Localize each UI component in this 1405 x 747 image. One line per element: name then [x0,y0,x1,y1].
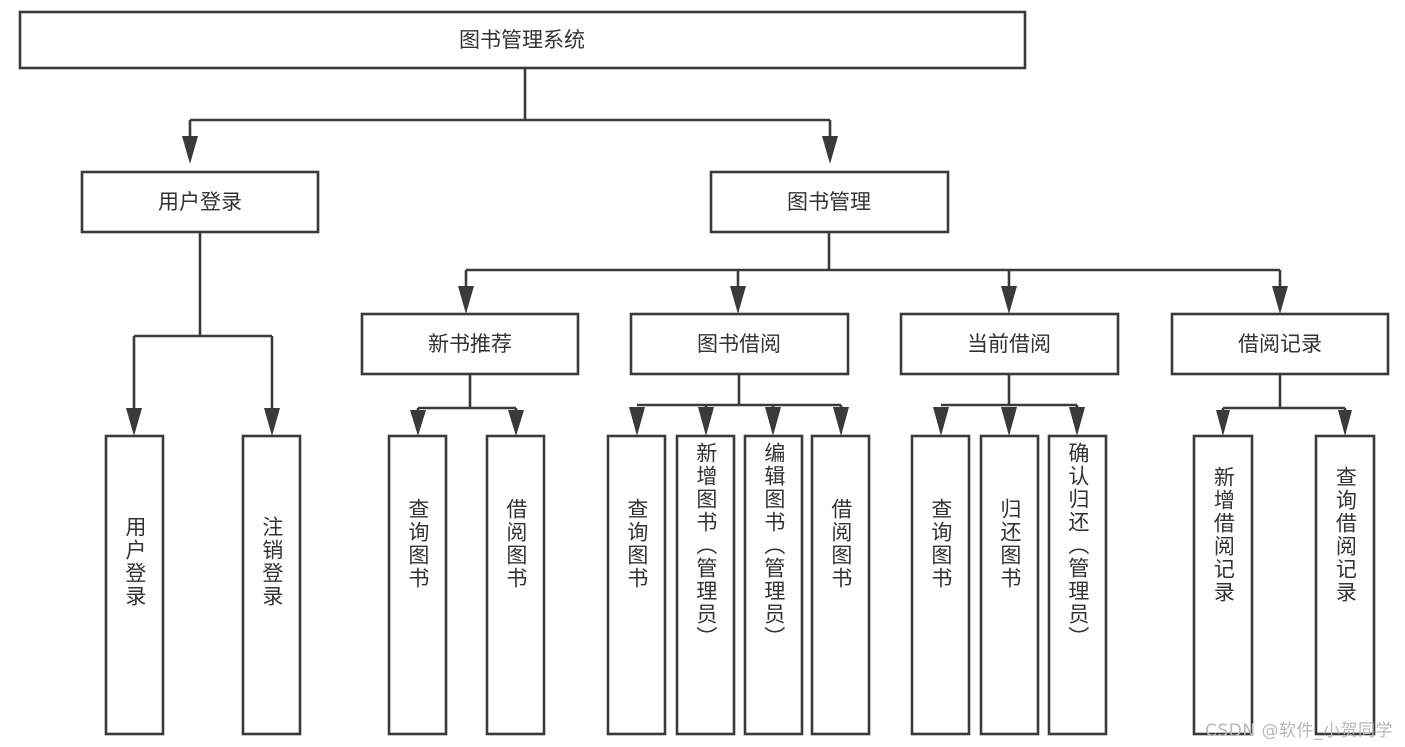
arrow-head-icon [730,286,746,314]
node-box[interactable] [629,312,850,376]
connector-bookmgmt-to-level3 [458,232,1288,314]
connector-userlogin-to-leaves [126,232,280,436]
connector-newbook-to-leaves [410,374,524,436]
leaf-box-user-login[interactable] [104,434,165,736]
node-user-login[interactable]: 用户登录 [80,170,320,234]
node-current-borrow[interactable]: 当前借阅 [899,312,1120,376]
node-box[interactable] [360,312,580,376]
node-root-system[interactable]: 图书管理系统 [18,10,1027,70]
arrow-head-icon [1001,407,1017,436]
arrow-head-icon [458,286,474,314]
leaf-box-query-borrow-record[interactable] [1314,434,1376,736]
leaf-box-add-borrow-record[interactable] [1192,434,1254,736]
arrow-head-icon [765,407,781,436]
leaf-box-logout[interactable] [241,434,302,736]
node-borrow-record[interactable]: 借阅记录 [1170,312,1390,376]
arrow-head-icon [698,407,714,436]
node-book-management[interactable]: 图书管理 [709,170,950,234]
leaf-box-add-book-admin[interactable] [675,434,736,736]
node-box[interactable] [18,10,1027,70]
node-box[interactable] [80,170,320,234]
leaf-box-borrow-book-2[interactable] [810,434,871,736]
node-label: 图书管理系统 [459,28,585,52]
arrow-head-icon [1216,410,1230,436]
node-label: 用户登录 [158,190,242,214]
arrow-head-icon [933,407,949,436]
leaf-box-query-book-2[interactable] [606,434,667,736]
node-box[interactable] [1170,312,1390,376]
leaf-box-confirm-return-admin[interactable] [1047,434,1108,736]
node-label: 当前借阅 [967,332,1051,356]
connector-borrowrecord-to-leaves [1216,374,1352,436]
arrow-head-icon [126,408,142,436]
arrow-head-icon [833,407,849,436]
leaf-box-return-book[interactable] [979,434,1040,736]
watermark: CSDN @软件_小贺同学 [1205,721,1393,741]
arrow-head-icon [1069,407,1085,436]
leaf-box-query-book-3[interactable] [910,434,971,736]
arrow-head-icon [629,407,645,436]
arrow-head-icon [264,408,280,436]
arrow-head-icon [1338,410,1352,436]
leaf-box-borrow-book-1[interactable] [485,434,546,736]
arrow-head-icon [1001,286,1017,314]
leaf-box-query-book-1[interactable] [387,434,448,736]
arrow-head-icon [182,136,198,164]
node-label: 图书管理 [787,190,871,214]
node-new-book-recommend[interactable]: 新书推荐 [360,312,580,376]
connector-currentborrow-to-leaves [933,374,1085,436]
arrow-head-icon [1272,286,1288,314]
node-book-borrow[interactable]: 图书借阅 [629,312,850,376]
leaf-box-edit-book-admin[interactable] [743,434,804,736]
node-box[interactable] [899,312,1120,376]
arrow-head-icon [410,410,426,436]
connector-bookborrow-to-leaves [629,374,849,436]
node-label: 借阅记录 [1238,332,1322,356]
arrow-head-icon [508,410,524,436]
node-label: 新书推荐 [428,332,512,356]
arrow-head-icon [822,136,838,164]
connector-root-to-level2 [182,68,838,164]
node-label: 图书借阅 [697,332,781,356]
